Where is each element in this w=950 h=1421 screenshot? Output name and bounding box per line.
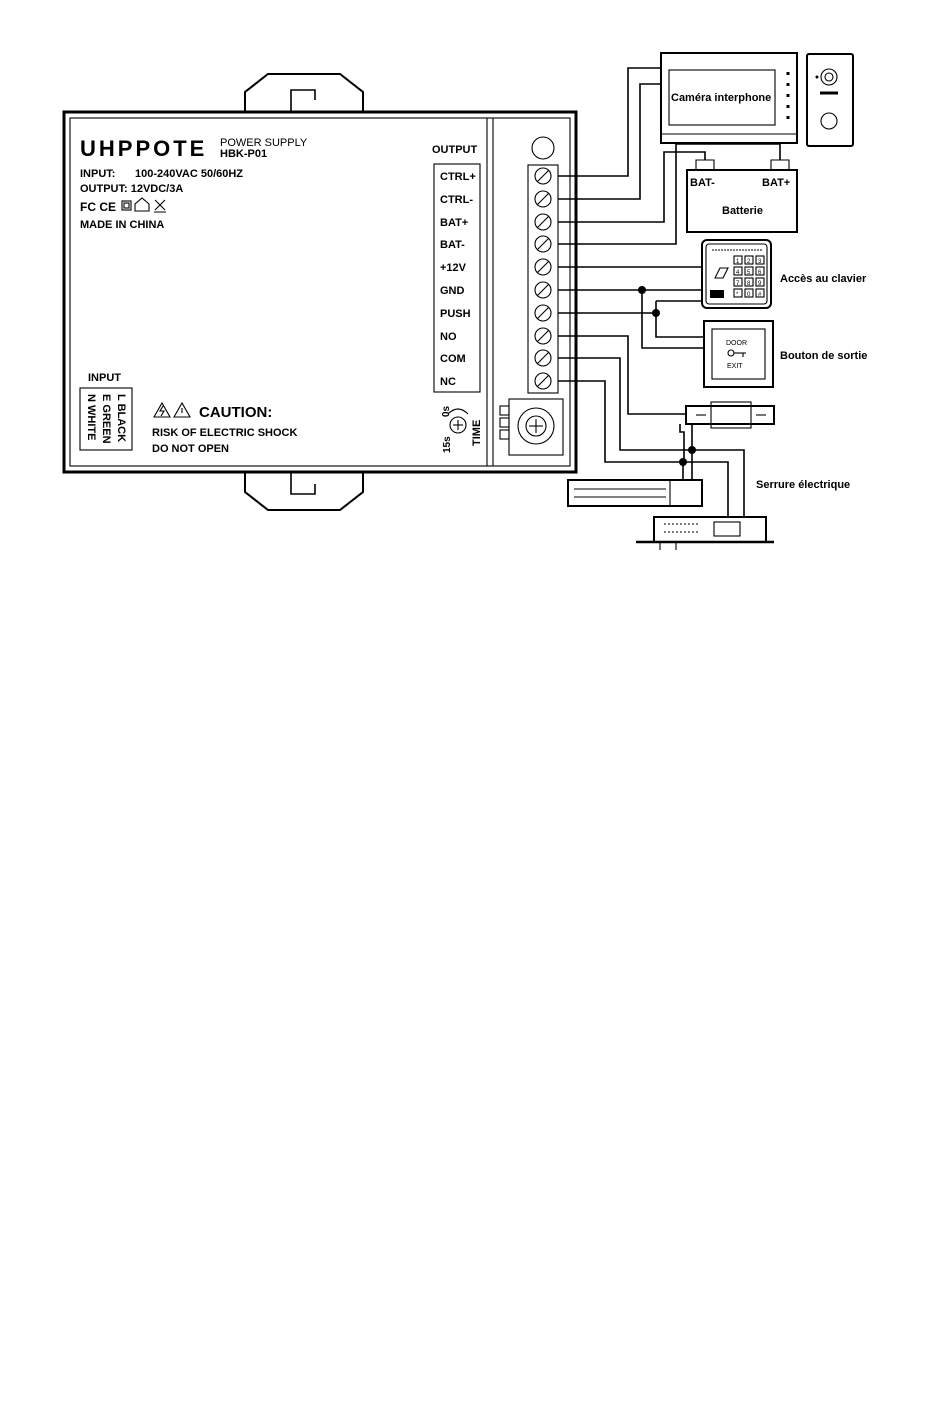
caution-line-1: RISK OF ELECTRIC SHOCK — [152, 427, 298, 439]
input-header: INPUT — [88, 372, 121, 384]
input-wire-e: E GREEN — [100, 394, 112, 444]
terminal-bat-plus: BAT+ — [440, 217, 468, 229]
timer-label: TIME — [471, 420, 483, 446]
battery-positive-label: BAT+ — [762, 177, 790, 189]
keypad-label: Accès au clavier — [780, 273, 867, 285]
lock-label: Serrure électrique — [756, 479, 850, 491]
warning-icons — [153, 401, 191, 418]
output-spec: OUTPUT: 12VDC/3A — [80, 183, 183, 195]
input-spec-value: 100-240VAC 50/60HZ — [135, 168, 243, 180]
magnetic-lock — [567, 479, 703, 507]
timer-min-label: 0s — [441, 405, 452, 417]
input-wire-frame — [79, 387, 133, 451]
intercom-monitor — [660, 52, 798, 144]
model-number: HBK-P01 — [220, 148, 267, 160]
input-spec-label: INPUT: — [80, 168, 115, 180]
exit-button — [703, 320, 774, 388]
key-star: * — [736, 292, 739, 298]
caution-title: CAUTION: — [199, 404, 272, 421]
keypad-keys: 1 2 3 4 5 6 7 8 9 * 0 # — [736, 259, 762, 298]
key-2: 2 — [747, 259, 751, 265]
electric-strike — [685, 401, 775, 429]
terminal-nc: NC — [440, 376, 456, 388]
indicator-led — [531, 136, 555, 160]
terminal-block — [527, 164, 559, 394]
key-7: 7 — [736, 281, 740, 287]
exit-button-top: DOOR — [726, 340, 747, 347]
key-0: 0 — [747, 292, 751, 298]
timer-knob — [447, 408, 469, 434]
key-9: 9 — [758, 281, 762, 287]
battery-label: Batterie — [722, 205, 763, 217]
terminal-com: COM — [440, 353, 466, 365]
input-wire-l: L BLACK — [115, 394, 127, 442]
certification-marks: FC CE — [80, 200, 116, 214]
key-6: 6 — [758, 270, 762, 276]
terminal-no: NO — [440, 331, 457, 343]
exit-button-bottom: EXIT — [727, 363, 743, 370]
product-name: POWER SUPPLY — [220, 137, 308, 149]
mounting-bracket-bottom — [244, 470, 364, 511]
power-supply-unit: UHPPOTE POWER SUPPLY HBK-P01 INPUT: 100-… — [62, 110, 578, 474]
key-hash: # — [758, 292, 762, 298]
key-3: 3 — [758, 259, 762, 265]
output-header: OUTPUT — [432, 144, 478, 156]
terminal-12v: +12V — [440, 262, 467, 274]
terminal-ctrl-plus: CTRL+ — [440, 171, 476, 183]
terminal-push: PUSH — [440, 308, 471, 320]
key-5: 5 — [747, 270, 751, 276]
mounting-bracket-top — [244, 73, 364, 112]
caution-line-2: DO NOT OPEN — [152, 443, 229, 455]
key-4: 4 — [736, 270, 740, 276]
terminal-label-frame — [433, 163, 481, 393]
wire-junctions — [638, 286, 696, 466]
doorbell-camera — [806, 53, 854, 147]
certification-icons — [121, 197, 166, 213]
input-wire-n: N WHITE — [85, 394, 97, 440]
brand-logo: UHPPOTE — [80, 136, 207, 161]
timer-max-label: 15s — [442, 436, 453, 453]
drop-bolt-lock — [636, 516, 774, 550]
input-block — [499, 398, 564, 456]
terminal-screws — [534, 167, 552, 390]
wiring — [558, 67, 781, 517]
terminal-bat-minus: BAT- — [440, 239, 465, 251]
intercom-label: Caméra interphone — [671, 92, 771, 104]
key-1: 1 — [736, 259, 740, 265]
terminal-ctrl-minus: CTRL- — [440, 194, 473, 206]
terminal-gnd: GND — [440, 285, 465, 297]
made-in-label: MADE IN CHINA — [80, 219, 164, 231]
battery — [686, 159, 798, 233]
access-keypad — [701, 239, 772, 309]
battery-negative-label: BAT- — [690, 177, 715, 189]
exit-button-label: Bouton de sortie — [780, 350, 867, 362]
key-8: 8 — [747, 281, 751, 287]
